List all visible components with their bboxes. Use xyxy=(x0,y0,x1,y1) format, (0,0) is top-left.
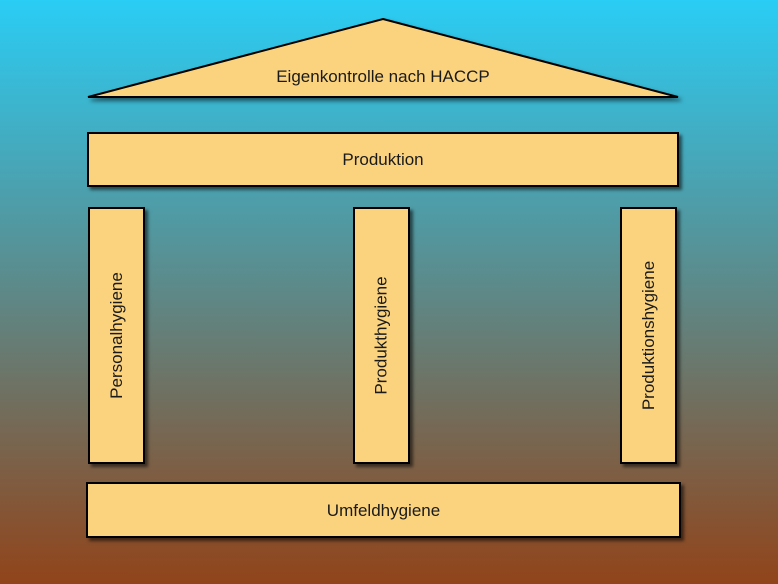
pillar-personalhygiene: Personalhygiene xyxy=(88,207,145,464)
roof-label: Eigenkontrolle nach HACCP xyxy=(276,67,490,86)
roof-shape xyxy=(87,17,679,98)
roof-triangle: Eigenkontrolle nach HACCP xyxy=(87,17,679,98)
pillar-produkthygiene: Produkthygiene xyxy=(353,207,410,464)
base-label: Umfeldhygiene xyxy=(326,500,441,520)
pillar-produktionshygiene: Produktionshygiene xyxy=(620,207,677,464)
beam-produktion: Produktion xyxy=(87,132,679,187)
pillar-label: Produkthygiene xyxy=(372,276,392,395)
beam-label: Produktion xyxy=(342,150,424,169)
base-umfeldhygiene: Umfeldhygiene xyxy=(86,482,681,538)
pillar-label: Personalhygiene xyxy=(107,272,126,399)
pillar-label: Produktionshygiene xyxy=(639,260,659,411)
